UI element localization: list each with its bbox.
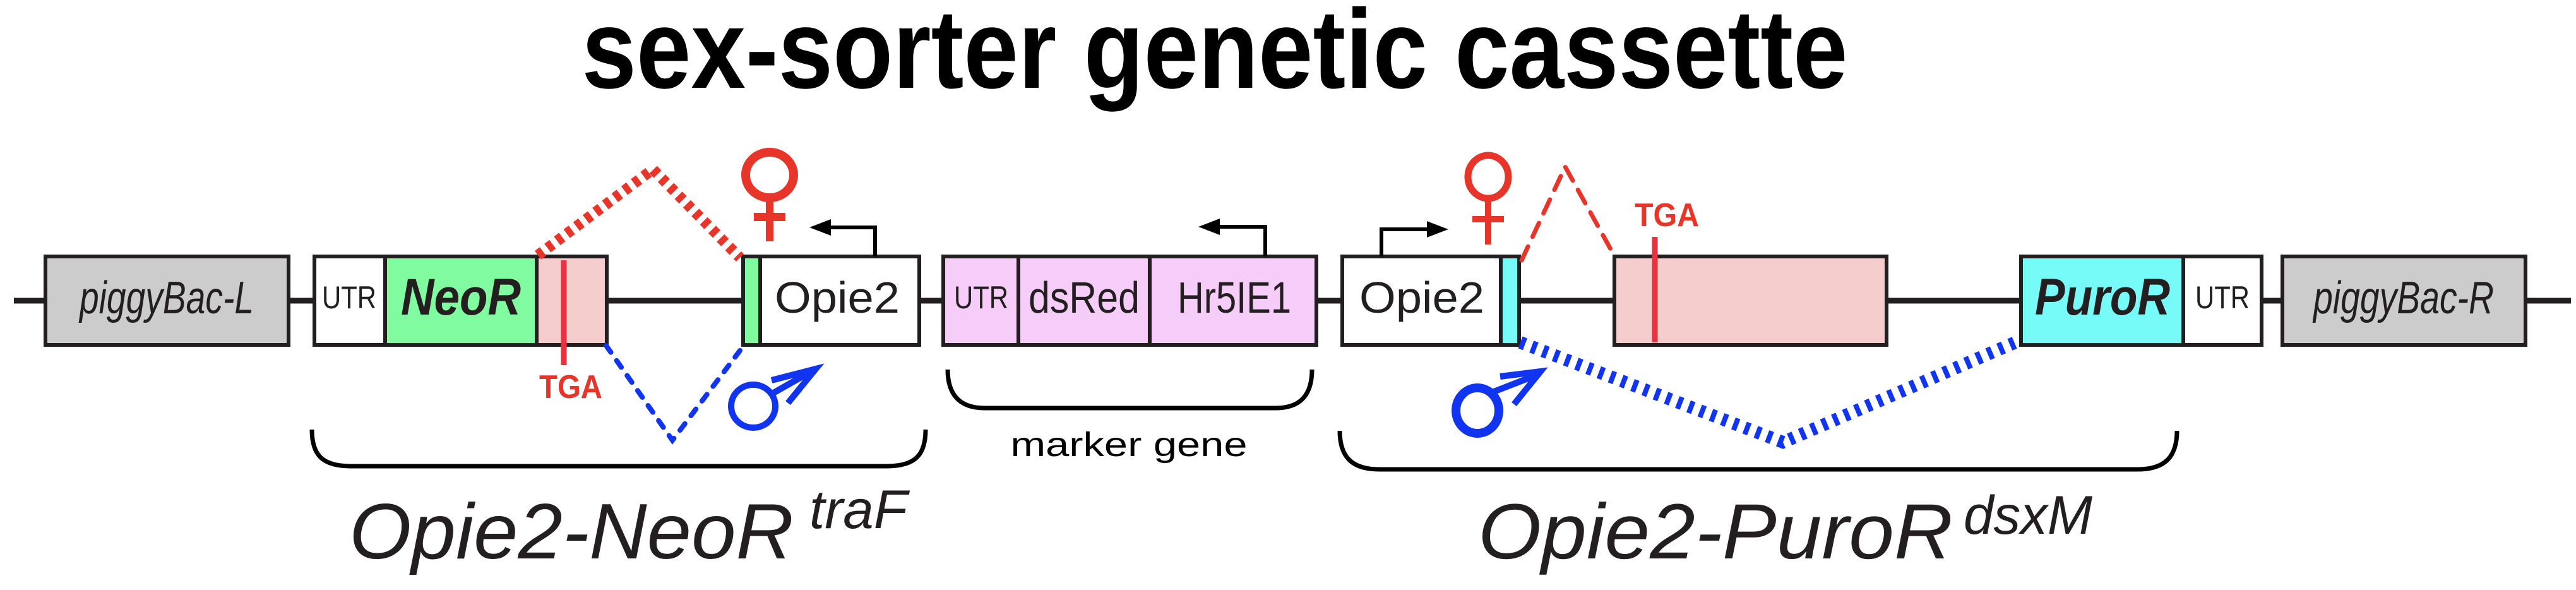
opie2-left-label: Opie2 <box>775 273 900 322</box>
opie2-right-promoter-arrow <box>1380 227 1431 256</box>
utr-right-box <box>2181 255 2263 347</box>
right-cassette-bracket <box>1337 430 2179 472</box>
opie2-left-arrowhead-icon <box>809 219 831 236</box>
left-cassette-name: Opie2-NeoR <box>349 488 794 575</box>
neor-label: NeoR <box>401 268 521 326</box>
female-splice-path-right <box>1519 162 1618 263</box>
piggybac-right-box <box>2281 255 2527 347</box>
neor-exon2-box <box>741 255 762 347</box>
marker-gene: UTR dsRed Hr5IE1 marker gene <box>941 219 1318 464</box>
hr5ie1-promoter-arrow <box>1216 225 1267 256</box>
opie2-right-label: Opie2 <box>1359 273 1484 322</box>
right-cassette-label: Opie2-PuroR <box>1478 488 1953 575</box>
diagram-title: sex-sorter genetic cassette <box>582 0 1848 112</box>
stop-codon-left-label: TGA <box>539 369 602 406</box>
puror-exon1-box <box>1499 255 1521 347</box>
male-symbol-right-icon <box>1452 367 1548 438</box>
right-cassette-superscript: dsxM <box>1964 485 2092 546</box>
opie2-right-box <box>1340 255 1503 347</box>
puror-label: PuroR <box>2035 268 2170 326</box>
male-symbol-left-icon <box>728 363 825 431</box>
marker-gene-label: marker gene <box>1011 426 1248 464</box>
piggybac-left-element: piggyBac-L <box>44 255 290 347</box>
opie2-left-box <box>758 255 921 347</box>
male-splice-path-right <box>1518 336 2018 449</box>
utr-left-label: UTR <box>322 280 376 315</box>
neor-gene: UTR NeoR TGA Opie2 <box>313 148 921 445</box>
puror-gene: Opie2 TGA PuroR UTR <box>1340 152 2263 449</box>
utr-left-box <box>313 255 387 347</box>
neor-box <box>383 255 539 347</box>
opie2-right-arrowhead-icon <box>1427 221 1448 238</box>
marker-gene-bracket <box>945 369 1315 411</box>
piggybac-right-element: piggyBac-R <box>2281 255 2527 347</box>
left-cassette-superscript: traF <box>809 479 910 540</box>
female-symbol-left-icon <box>741 148 798 241</box>
left-cassette-label: Opie2-NeoR <box>349 488 794 575</box>
marker-utr-label: UTR <box>954 280 1008 315</box>
dsred-box <box>1017 255 1152 347</box>
stop-codon-right-label: TGA <box>1635 197 1699 234</box>
piggybac-right-label: piggyBac-R <box>2312 273 2494 323</box>
opie2-left-promoter-arrow <box>827 226 877 256</box>
right-cassette-name: Opie2-PuroR <box>1478 488 1953 575</box>
male-splice-path-left <box>604 343 746 445</box>
piggybac-left-box <box>44 255 290 347</box>
neor-intron-box <box>535 255 609 347</box>
puror-intron-box <box>1613 255 1888 347</box>
piggybac-left-label: piggyBac-L <box>78 273 254 323</box>
utr-right-label: UTR <box>2195 280 2250 315</box>
hr5ie1-arrowhead-icon <box>1198 219 1220 235</box>
female-symbol-right-icon <box>1464 152 1512 244</box>
hr5ie1-label: Hr5IE1 <box>1178 273 1291 322</box>
female-splice-path-left <box>534 162 744 262</box>
hr5ie1-box <box>1148 255 1318 347</box>
puror-box <box>2019 255 2185 347</box>
dsred-label: dsRed <box>1029 273 1140 322</box>
marker-utr-box <box>941 255 1020 347</box>
left-cassette-bracket <box>309 429 928 469</box>
